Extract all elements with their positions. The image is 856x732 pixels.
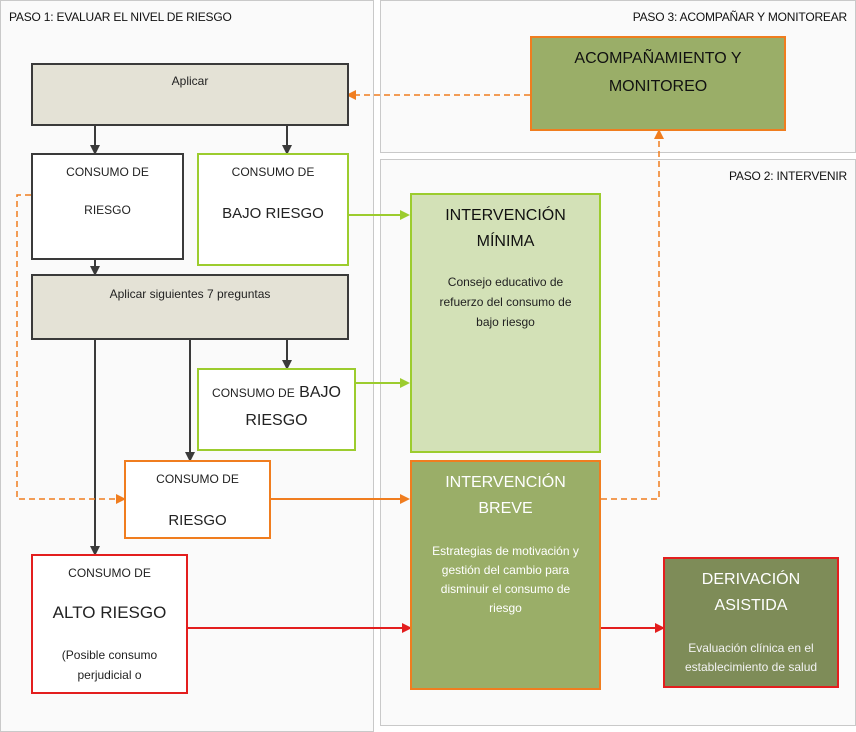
box-intervencion-breve-desc2: gestión del cambio para: [441, 563, 570, 577]
box-derivacion-title2: ASISTIDA: [714, 597, 788, 614]
box-derivacion-asistida: DERIVACIÓN ASISTIDA Evaluación clínica e…: [663, 557, 839, 688]
box-consumo-bajo-1-line1: CONSUMO DE: [231, 165, 315, 179]
box-consumo-bajo-2-line1: CONSUMO DE BAJO: [199, 384, 354, 402]
box-aplicar-7-label: Aplicar siguientes 7 preguntas: [109, 287, 271, 301]
box-consumo-riesgo-2-line2: RIESGO: [168, 512, 227, 529]
box-consumo-alto-line2: ALTO RIESGO: [52, 603, 167, 622]
box-acompanamiento-title1: ACOMPAÑAMIENTO Y: [574, 50, 742, 67]
box-consumo-alto: CONSUMO DE ALTO RIESGO (Posible consumo …: [31, 554, 188, 694]
panel-paso-2-title: PASO 2: INTERVENIR: [729, 169, 847, 183]
box-consumo-alto-line4: perjudicial o: [77, 668, 142, 682]
box-consumo-bajo-1: CONSUMO DE BAJO RIESGO: [197, 153, 349, 266]
box-derivacion-title1: DERIVACIÓN: [701, 571, 801, 588]
box-intervencion-minima-title2: MÍNIMA: [476, 233, 535, 250]
box-intervencion-minima-desc2: refuerzo del consumo de: [439, 295, 572, 309]
box-consumo-riesgo-1: CONSUMO DE RIESGO: [31, 153, 184, 260]
box-intervencion-minima-title1: INTERVENCIÓN: [445, 207, 566, 224]
box-aplicar-label: Aplicar: [171, 74, 209, 88]
box-intervencion-breve-desc1: Estrategias de motivación y: [432, 544, 579, 558]
box-intervencion-breve-title2: BREVE: [478, 500, 533, 517]
panel-paso-3-title: PASO 3: ACOMPAÑAR Y MONITOREAR: [632, 10, 847, 24]
box-consumo-bajo-1-line2: BAJO RIESGO: [222, 205, 324, 222]
arrow-riesgo1-dashed-to-riesgo2: [16, 194, 126, 504]
box-consumo-bajo-2-line1b: BAJO: [299, 384, 341, 401]
box-consumo-riesgo-1-line2: RIESGO: [84, 203, 131, 217]
panel-paso-1-title: PASO 1: EVALUAR EL NIVEL DE RIESGO: [9, 10, 232, 24]
box-consumo-riesgo-2-line1: CONSUMO DE: [156, 472, 239, 486]
box-intervencion-breve-desc3: disminuir el consumo de: [440, 582, 571, 596]
box-intervencion-breve-desc4: riesgo: [489, 601, 522, 615]
box-intervencion-minima-desc3: bajo riesgo: [476, 315, 535, 329]
box-aplicar: Aplicar: [31, 63, 349, 126]
box-intervencion-breve-title1: INTERVENCIÓN: [445, 474, 566, 491]
box-acompanamiento-title2: MONITOREO: [608, 78, 708, 95]
box-consumo-bajo-2-line1a: CONSUMO DE: [212, 386, 295, 400]
box-consumo-alto-line3: (Posible consumo: [61, 648, 158, 662]
box-consumo-alto-line1: CONSUMO DE: [68, 566, 151, 580]
box-consumo-bajo-2-line2: RIESGO: [245, 412, 308, 429]
arrow-breve-dashed-to-acomp: [601, 129, 664, 500]
box-intervencion-breve: INTERVENCIÓN BREVE Estrategias de motiva…: [410, 460, 601, 690]
box-derivacion-desc2: establecimiento de salud: [684, 660, 818, 674]
box-consumo-riesgo-1-line1: CONSUMO DE: [66, 165, 149, 179]
box-acompanamiento: ACOMPAÑAMIENTO Y MONITOREO: [530, 36, 786, 131]
box-aplicar-7: Aplicar siguientes 7 preguntas: [31, 274, 349, 340]
box-derivacion-desc1: Evaluación clínica en el: [688, 641, 814, 655]
box-consumo-riesgo-2: CONSUMO DE RIESGO: [124, 460, 271, 539]
box-intervencion-minima-desc1: Consejo educativo de: [447, 275, 564, 289]
box-intervencion-minima: INTERVENCIÓN MÍNIMA Consejo educativo de…: [410, 193, 601, 453]
box-consumo-bajo-2: CONSUMO DE BAJO RIESGO: [197, 368, 356, 451]
